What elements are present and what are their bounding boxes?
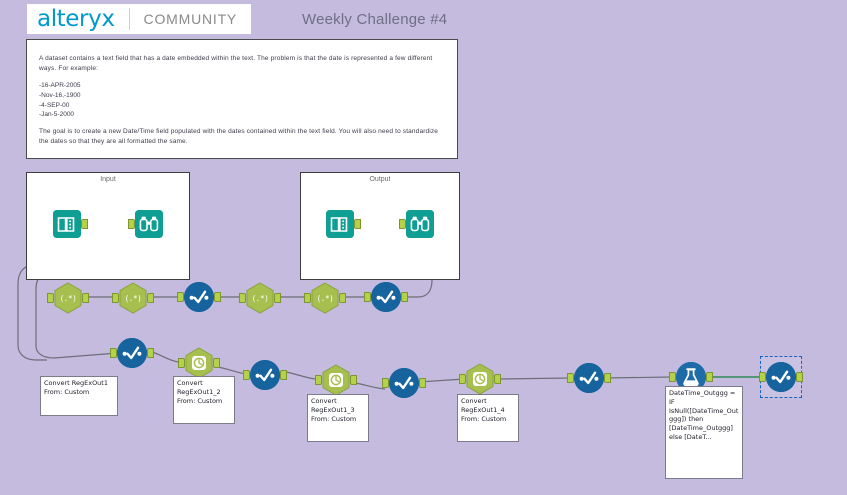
- connector-in[interactable]: [239, 293, 246, 303]
- tool-select-2[interactable]: [364, 282, 408, 312]
- connector-out[interactable]: [604, 373, 611, 383]
- example-date-3: -4-SEP-00: [39, 101, 70, 109]
- input-container-title: Input: [100, 176, 116, 183]
- connector-in[interactable]: [669, 372, 676, 382]
- tool-regex-3[interactable]: (.*): [239, 282, 281, 314]
- select-icon: [250, 360, 280, 390]
- connector-out[interactable]: [419, 378, 426, 388]
- connector-in[interactable]: [128, 219, 135, 229]
- tool-regex-2[interactable]: (.*): [112, 282, 154, 314]
- annotation-convert-4[interactable]: Convert RegExOut1_4 From: Custom: [457, 394, 519, 442]
- connector-in[interactable]: [364, 292, 371, 302]
- regex-icon: (.*): [311, 282, 339, 314]
- connector-in[interactable]: [567, 373, 574, 383]
- connector-out[interactable]: [339, 293, 346, 303]
- tool-select-4[interactable]: [243, 360, 287, 390]
- annotation-convert-1[interactable]: Convert RegExOut1 From: Custom: [40, 376, 118, 416]
- connector-in[interactable]: [304, 293, 311, 303]
- connector-out[interactable]: [81, 219, 88, 229]
- connector-in[interactable]: [759, 372, 766, 382]
- logo-divider: [128, 8, 130, 30]
- example-date-4: -Jan-5-2000: [39, 111, 75, 119]
- binoculars-icon: [406, 210, 434, 238]
- clock-icon: [185, 347, 213, 379]
- description-paragraph-2: The goal is to create a new Date/Time fi…: [39, 128, 439, 146]
- tool-browse-1[interactable]: [128, 210, 163, 238]
- tool-select-5[interactable]: [382, 368, 426, 398]
- tool-select-6[interactable]: [567, 363, 611, 393]
- connector-in[interactable]: [243, 370, 250, 380]
- tool-text-input-2[interactable]: [326, 210, 361, 238]
- clock-icon: [322, 364, 350, 396]
- community-wordmark: COMMUNITY: [143, 11, 238, 27]
- connector-out[interactable]: [280, 370, 287, 380]
- input-container[interactable]: Input: [26, 172, 190, 280]
- connector-out[interactable]: [796, 372, 803, 382]
- tool-text-input-1[interactable]: [53, 210, 88, 238]
- connector-in[interactable]: [459, 374, 466, 384]
- select-icon: [389, 368, 419, 398]
- connector-out[interactable]: [354, 219, 361, 229]
- tool-select-7[interactable]: [759, 362, 803, 392]
- connector-out[interactable]: [147, 293, 154, 303]
- clock-icon: [466, 363, 494, 395]
- description-paragraph-1: A dataset contains a text field that has…: [39, 55, 433, 73]
- annotation-formula-expression[interactable]: DateTime_Outggg = IF IsNull([DateTime_Ou…: [665, 386, 743, 479]
- output-container-title: Output: [369, 176, 391, 183]
- select-icon: [117, 338, 147, 368]
- tool-browse-2[interactable]: [399, 210, 434, 238]
- tool-datetime-1[interactable]: [178, 347, 220, 379]
- binoculars-icon: [135, 210, 163, 238]
- tool-datetime-2[interactable]: [315, 364, 357, 396]
- page-title: Weekly Challenge #4: [302, 11, 448, 28]
- tool-datetime-3[interactable]: [459, 363, 501, 395]
- regex-icon: (.*): [119, 282, 147, 314]
- select-icon: [184, 282, 214, 312]
- workflow-canvas[interactable]: Input: [0, 160, 847, 495]
- connector-in[interactable]: [47, 293, 54, 303]
- output-container[interactable]: Output: [300, 172, 460, 280]
- regex-icon: (.*): [54, 282, 82, 314]
- connector-out[interactable]: [213, 358, 220, 368]
- alteryx-wordmark: alteryx: [37, 6, 115, 32]
- annotation-convert-3[interactable]: Convert RegExOut1_3 From: Custom: [307, 394, 369, 442]
- connector-in[interactable]: [177, 292, 184, 302]
- tool-select-3[interactable]: [110, 338, 154, 368]
- connector-out[interactable]: [82, 293, 89, 303]
- connector-out[interactable]: [494, 374, 501, 384]
- tool-select-1[interactable]: [177, 282, 221, 312]
- connector-in[interactable]: [382, 378, 389, 388]
- connector-out[interactable]: [350, 375, 357, 385]
- connector-out[interactable]: [147, 348, 154, 358]
- book-icon: [326, 210, 354, 238]
- connector-in[interactable]: [399, 219, 406, 229]
- page-header: alteryx COMMUNITY Weekly Challenge #4: [0, 0, 847, 38]
- connector-in[interactable]: [315, 375, 322, 385]
- example-date-2: -Nov-16,-1900: [39, 91, 81, 99]
- example-date-1: -16-APR-2005: [39, 82, 81, 90]
- book-icon: [53, 210, 81, 238]
- connector-in[interactable]: [110, 348, 117, 358]
- connector-in[interactable]: [112, 293, 119, 303]
- tool-regex-1[interactable]: (.*): [47, 282, 89, 314]
- select-icon: [371, 282, 401, 312]
- tool-regex-4[interactable]: (.*): [304, 282, 346, 314]
- connector-out[interactable]: [214, 292, 221, 302]
- alteryx-community-logo: alteryx COMMUNITY: [27, 4, 251, 34]
- challenge-description-panel: A dataset contains a text field that has…: [26, 39, 458, 159]
- connector-in[interactable]: [178, 358, 185, 368]
- select-icon: [574, 363, 604, 393]
- description-example-list: -16-APR-2005 -Nov-16,-1900 -4-SEP-00 -Ja…: [39, 81, 445, 120]
- select-icon: [766, 362, 796, 392]
- annotation-convert-2[interactable]: Convert RegExOut1_2 From: Custom: [173, 376, 235, 424]
- connector-out[interactable]: [401, 292, 408, 302]
- connector-out[interactable]: [274, 293, 281, 303]
- connector-out[interactable]: [706, 372, 713, 382]
- regex-icon: (.*): [246, 282, 274, 314]
